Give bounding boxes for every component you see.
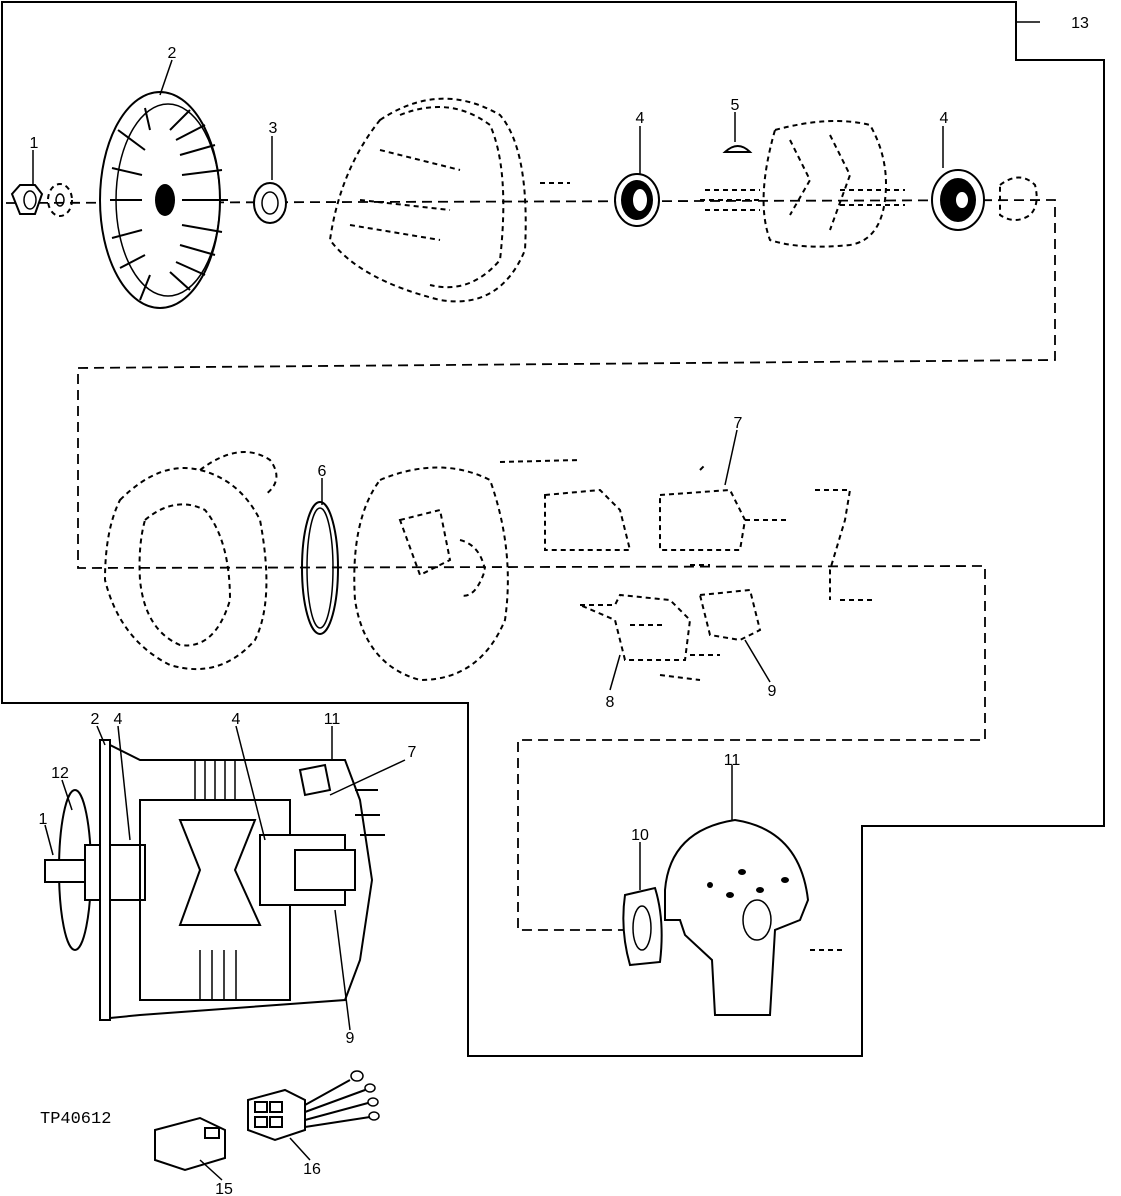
callout-3: 3: [269, 120, 278, 137]
callout-11: 11: [724, 752, 741, 769]
callout-4-front: 4: [636, 110, 645, 127]
part-brush-holder: [579, 593, 720, 681]
section-callout-7: 7: [408, 744, 417, 761]
section-callout-9: 9: [346, 1030, 355, 1047]
assembled-alternator-section: [44, 739, 385, 1021]
callout-4-rear: 4: [940, 110, 949, 127]
part-drive-end-frame: [328, 97, 570, 303]
callout-8: 8: [606, 694, 615, 711]
section-callout-4-front: 4: [114, 711, 123, 728]
assembly-path-line: [5, 199, 1056, 931]
part-spacer: [253, 182, 287, 224]
part-rotor: [700, 120, 905, 248]
part-rectifier-assembly: [544, 464, 875, 601]
section-callout-4-rear: 4: [232, 711, 241, 728]
callout-16: 16: [303, 1161, 321, 1178]
section-callout-1: 1: [39, 811, 48, 828]
part-gasket: [622, 886, 663, 967]
callout-7: 7: [734, 415, 743, 432]
part-fan: [99, 91, 228, 309]
callout-13: 13: [1071, 15, 1089, 32]
part-o-ring: [301, 501, 339, 635]
part-end-cover: [664, 818, 845, 1016]
callout-15: 15: [215, 1181, 233, 1196]
callout-5: 5: [731, 97, 740, 114]
callout-2: 2: [168, 45, 177, 62]
part-nut: [10, 183, 73, 217]
connector-plug: [154, 1116, 226, 1172]
part-stator: [103, 451, 278, 671]
callout-1: 1: [30, 135, 39, 152]
section-callout-11: 11: [324, 711, 341, 728]
part-bearing-rear: [931, 169, 1038, 231]
part-bearing-front: [614, 173, 660, 227]
figure-id: TP40612: [40, 1110, 111, 1129]
section-callout-12: 12: [51, 765, 69, 782]
connector-harness: [247, 1070, 380, 1142]
exploded-view-boundary: [1, 1, 1105, 1057]
part-woodruff-key: [722, 145, 753, 153]
callout-9: 9: [768, 683, 777, 700]
callout-6: 6: [318, 463, 327, 480]
leader-lines: [32, 21, 1040, 1181]
section-callout-2: 2: [91, 711, 100, 728]
part-slip-ring-end-frame: [353, 459, 581, 682]
callout-10: 10: [631, 827, 649, 844]
part-regulator: [698, 588, 762, 642]
